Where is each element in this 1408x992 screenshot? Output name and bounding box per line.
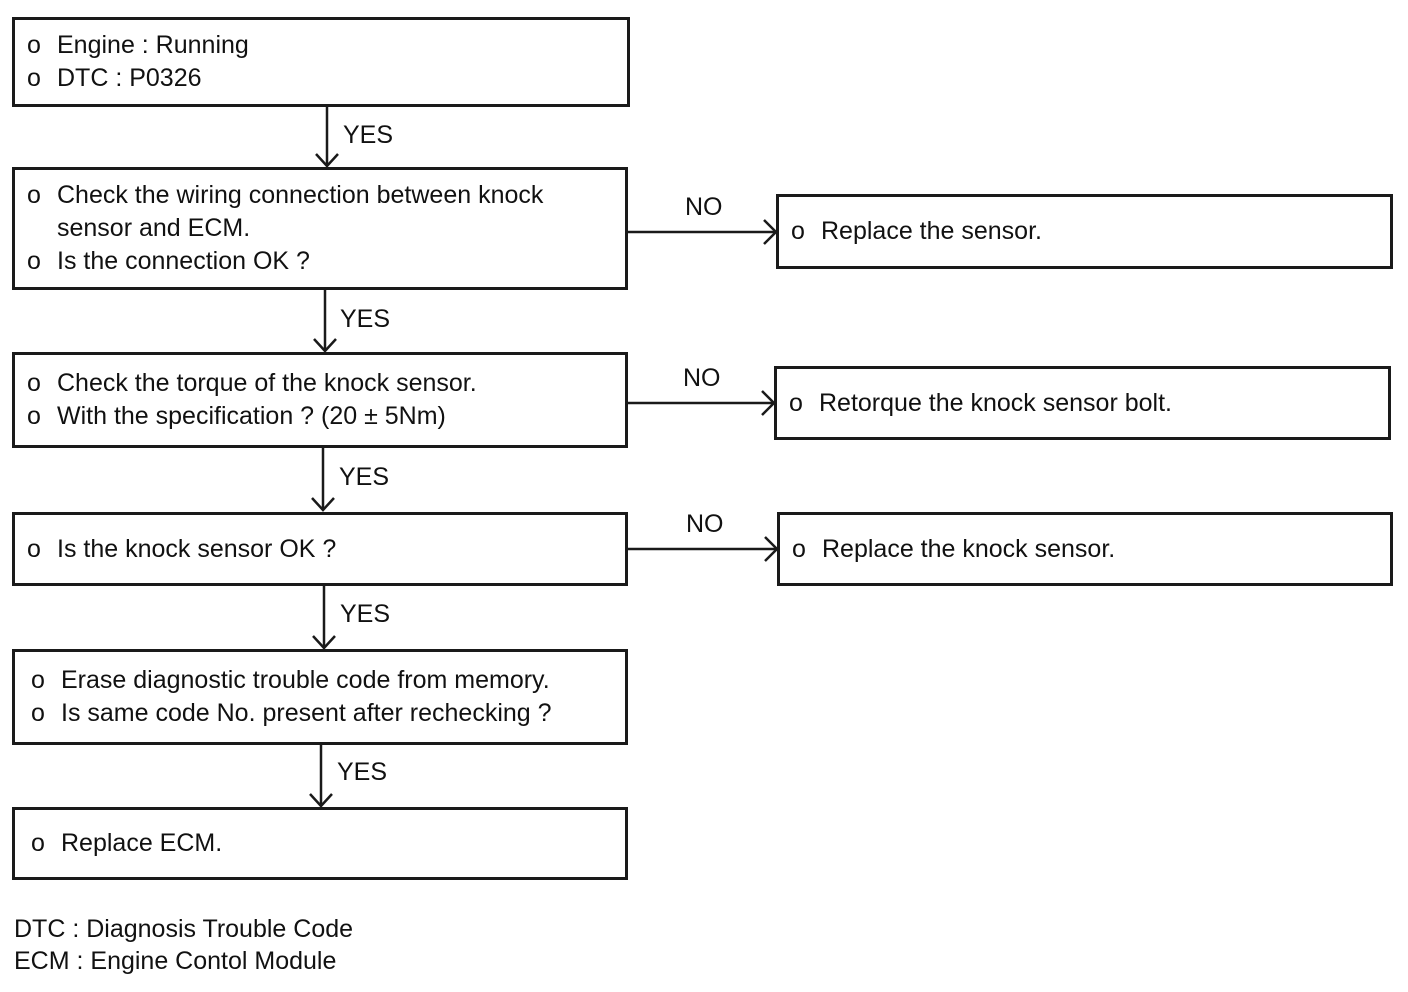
step-line: o Is same code No. present after recheck… xyxy=(31,697,625,730)
bullet-marker: o xyxy=(27,247,41,275)
no-label: NO xyxy=(686,510,724,538)
action-line: o Retorque the knock sensor bolt. xyxy=(789,387,1388,420)
bullet-marker: o xyxy=(31,666,45,694)
step-text: Is same code No. present after recheckin… xyxy=(61,699,552,727)
abbreviation-legend: DTC : Diagnosis Trouble Code ECM : Engin… xyxy=(14,913,353,977)
yes-label: YES xyxy=(339,463,390,491)
step-text: Check the wiring connection between knoc… xyxy=(57,181,544,242)
action-text: Retorque the knock sensor bolt. xyxy=(819,388,1172,417)
yes-arrow-1-head xyxy=(315,153,339,168)
yes-label: YES xyxy=(340,600,391,628)
bullet-marker: o xyxy=(27,181,41,209)
bullet-marker: o xyxy=(789,388,803,417)
yes-label: YES xyxy=(337,758,388,786)
step-box-engine-dtc: o Engine : Running o DTC : P0326 xyxy=(12,17,630,107)
step-line: o With the specification ? (20 ± 5Nm) xyxy=(27,400,625,433)
legend-entry-ecm: ECM : Engine Contol Module xyxy=(14,947,337,975)
action-line: o Replace the sensor. xyxy=(791,215,1390,248)
bullet-marker: o xyxy=(27,534,41,563)
step-text: Check the torque of the knock sensor. xyxy=(57,369,477,397)
bullet-marker: o xyxy=(27,64,41,92)
no-label: NO xyxy=(685,193,723,221)
legend-entry-dtc: DTC : Diagnosis Trouble Code xyxy=(14,915,354,943)
action-box-replace-sensor: o Replace the sensor. xyxy=(776,194,1393,269)
action-box-replace-knock-sensor: o Replace the knock sensor. xyxy=(777,512,1393,586)
step-text: Replace ECM. xyxy=(61,829,223,857)
action-box-retorque-bolt: o Retorque the knock sensor bolt. xyxy=(774,366,1391,440)
step-line: o Is the knock sensor OK ? xyxy=(27,533,625,566)
step-text: With the specification ? (20 ± 5Nm) xyxy=(57,402,446,430)
yes-arrow-5-head xyxy=(309,793,333,808)
step-box-erase-dtc: o Erase diagnostic trouble code from mem… xyxy=(12,649,628,745)
yes-label: YES xyxy=(340,305,391,333)
step-line: o Replace ECM. xyxy=(31,827,625,860)
step-box-torque-check: o Check the torque of the knock sensor. … xyxy=(12,352,628,448)
action-line: o Replace the knock sensor. xyxy=(792,533,1390,566)
bullet-marker: o xyxy=(27,31,41,59)
bullet-marker: o xyxy=(27,402,41,430)
step-line: o Erase diagnostic trouble code from mem… xyxy=(31,664,625,697)
step-line: o Engine : Running xyxy=(27,29,627,62)
bullet-marker: o xyxy=(27,369,41,397)
step-line: o Check the wiring connection between kn… xyxy=(27,179,625,245)
step-text: Is the knock sensor OK ? xyxy=(57,534,337,563)
bullet-marker: o xyxy=(792,534,806,563)
yes-label: YES xyxy=(343,121,394,149)
yes-arrow-2-head xyxy=(313,338,337,353)
bullet-marker: o xyxy=(31,699,45,727)
yes-arrow-4-head xyxy=(312,635,336,650)
step-box-knock-sensor-check: o Is the knock sensor OK ? xyxy=(12,512,628,586)
step-box-wiring-check: o Check the wiring connection between kn… xyxy=(12,167,628,290)
step-line: o Is the connection OK ? xyxy=(27,245,625,278)
step-text: Engine : Running xyxy=(57,31,249,59)
step-line: o DTC : P0326 xyxy=(27,62,627,95)
no-label: NO xyxy=(683,364,721,392)
step-text: Is the connection OK ? xyxy=(57,247,310,275)
step-text: Erase diagnostic trouble code from memor… xyxy=(61,666,550,694)
step-box-replace-ecm: o Replace ECM. xyxy=(12,807,628,880)
action-text: Replace the knock sensor. xyxy=(822,534,1116,563)
action-text: Replace the sensor. xyxy=(821,217,1042,245)
bullet-marker: o xyxy=(31,829,45,857)
step-text: DTC : P0326 xyxy=(57,64,202,92)
yes-arrow-3-head xyxy=(311,497,335,512)
bullet-marker: o xyxy=(791,217,805,245)
step-line: o Check the torque of the knock sensor. xyxy=(27,367,625,400)
